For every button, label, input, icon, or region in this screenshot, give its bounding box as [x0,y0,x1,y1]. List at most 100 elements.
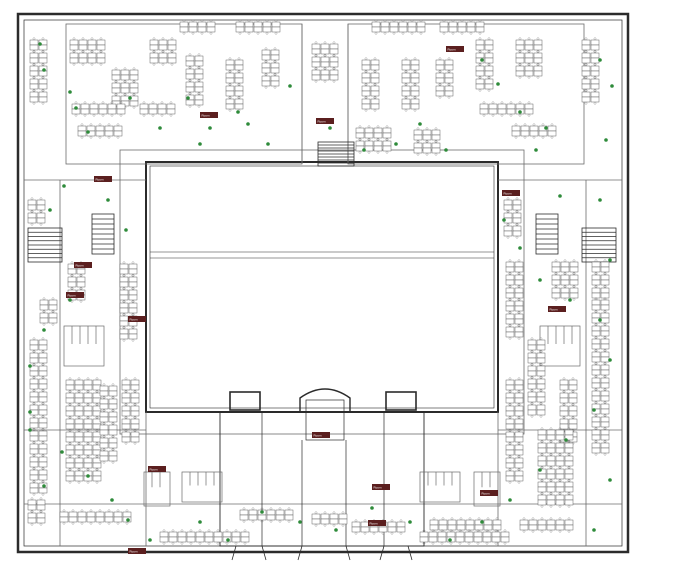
plant-icon [28,410,32,414]
plant-icon [148,538,152,542]
plant-icon [62,184,66,188]
room-tag-label: Room [448,47,457,51]
plant-icon [334,528,338,532]
plant-icon [610,84,614,88]
room-tag: Room [94,176,112,182]
desk-cluster [27,497,46,526]
desk-cluster [435,57,454,99]
room-tag-label: Room [504,191,513,195]
desk-cluster [71,101,126,117]
plant-icon [124,228,128,232]
plant-icon [74,106,78,110]
plant-icon [538,468,542,472]
desk-cluster [439,19,485,35]
plant-icon [564,438,568,442]
room-tag-label: Room [76,263,85,267]
plant-icon [544,126,548,130]
desk-cluster [59,509,132,525]
toilet-block [473,471,501,507]
room-tag-label: Room [202,113,211,117]
desk-cluster [361,57,380,112]
stair-core [91,213,115,255]
room-tag: Room [312,432,330,438]
toilet-block [539,325,581,367]
plant-icon [604,138,608,142]
south-entrance [219,388,425,561]
plant-icon [394,142,398,146]
plant-icon [38,42,42,46]
desk-cluster [479,101,534,117]
plant-icon [198,520,202,524]
plant-markers [28,42,614,542]
desk-cluster [537,427,574,508]
plant-icon [86,474,90,478]
plant-icon [444,148,448,152]
room-tag: Room [446,46,464,52]
plant-icon [28,364,32,368]
plant-icon [598,318,602,322]
room-tag: Room [128,548,146,554]
room-tag: Room [148,466,166,472]
desk-cluster [551,259,579,301]
desk-cluster [519,517,574,533]
desk-cluster [475,37,494,92]
plant-icon [496,82,500,86]
toilet-block [181,471,223,503]
room-tag: Room [368,520,386,526]
workstation-clusters [27,19,610,545]
room-tag: Room [74,262,92,268]
plant-icon [558,194,562,198]
desk-cluster [159,529,250,545]
plant-icon [128,96,132,100]
plant-icon [328,126,332,130]
desk-cluster [511,123,557,139]
room-tag-label: Room [68,293,77,297]
plant-icon [608,478,612,482]
plant-icon [592,528,596,532]
plant-icon [106,198,110,202]
desk-cluster [505,377,524,484]
desk-cluster [591,297,610,456]
room-tag-label: Room [374,485,383,489]
plant-icon [518,110,522,114]
stair-core [535,213,559,255]
room-tag: Room [128,316,146,322]
room-tag-label: Room [370,521,379,525]
plant-icon [198,142,202,146]
desk-cluster [65,377,102,484]
toilet-blocks [63,325,581,507]
desk-cluster [77,123,123,139]
stair-cores [27,141,617,263]
plant-icon [598,198,602,202]
desk-cluster [591,259,610,301]
toilet-block [419,471,461,503]
plant-icon [480,58,484,62]
room-tag-label: Room [318,119,327,123]
desk-cluster [581,37,600,105]
plant-icon [266,142,270,146]
room-tag: Room [480,490,498,496]
desk-cluster [235,19,281,35]
plant-icon [42,68,46,72]
stair-core [317,141,355,167]
plant-icon [42,328,46,332]
plant-icon [86,130,90,134]
plant-icon [370,506,374,510]
room-tag-label: Room [130,317,139,321]
plant-icon [68,298,72,302]
desk-cluster [429,517,502,533]
plant-icon [608,258,612,262]
desk-cluster [99,383,118,464]
toilet-block [63,325,105,367]
desk-cluster [401,57,420,112]
desk-cluster [185,53,204,108]
room-tag: Room [548,306,566,312]
plant-icon [48,208,52,212]
desk-cluster [139,101,176,117]
plant-icon [480,520,484,524]
room-tag-label: Room [550,307,559,311]
plant-icon [502,218,506,222]
plant-icon [448,538,452,542]
plant-icon [288,84,292,88]
